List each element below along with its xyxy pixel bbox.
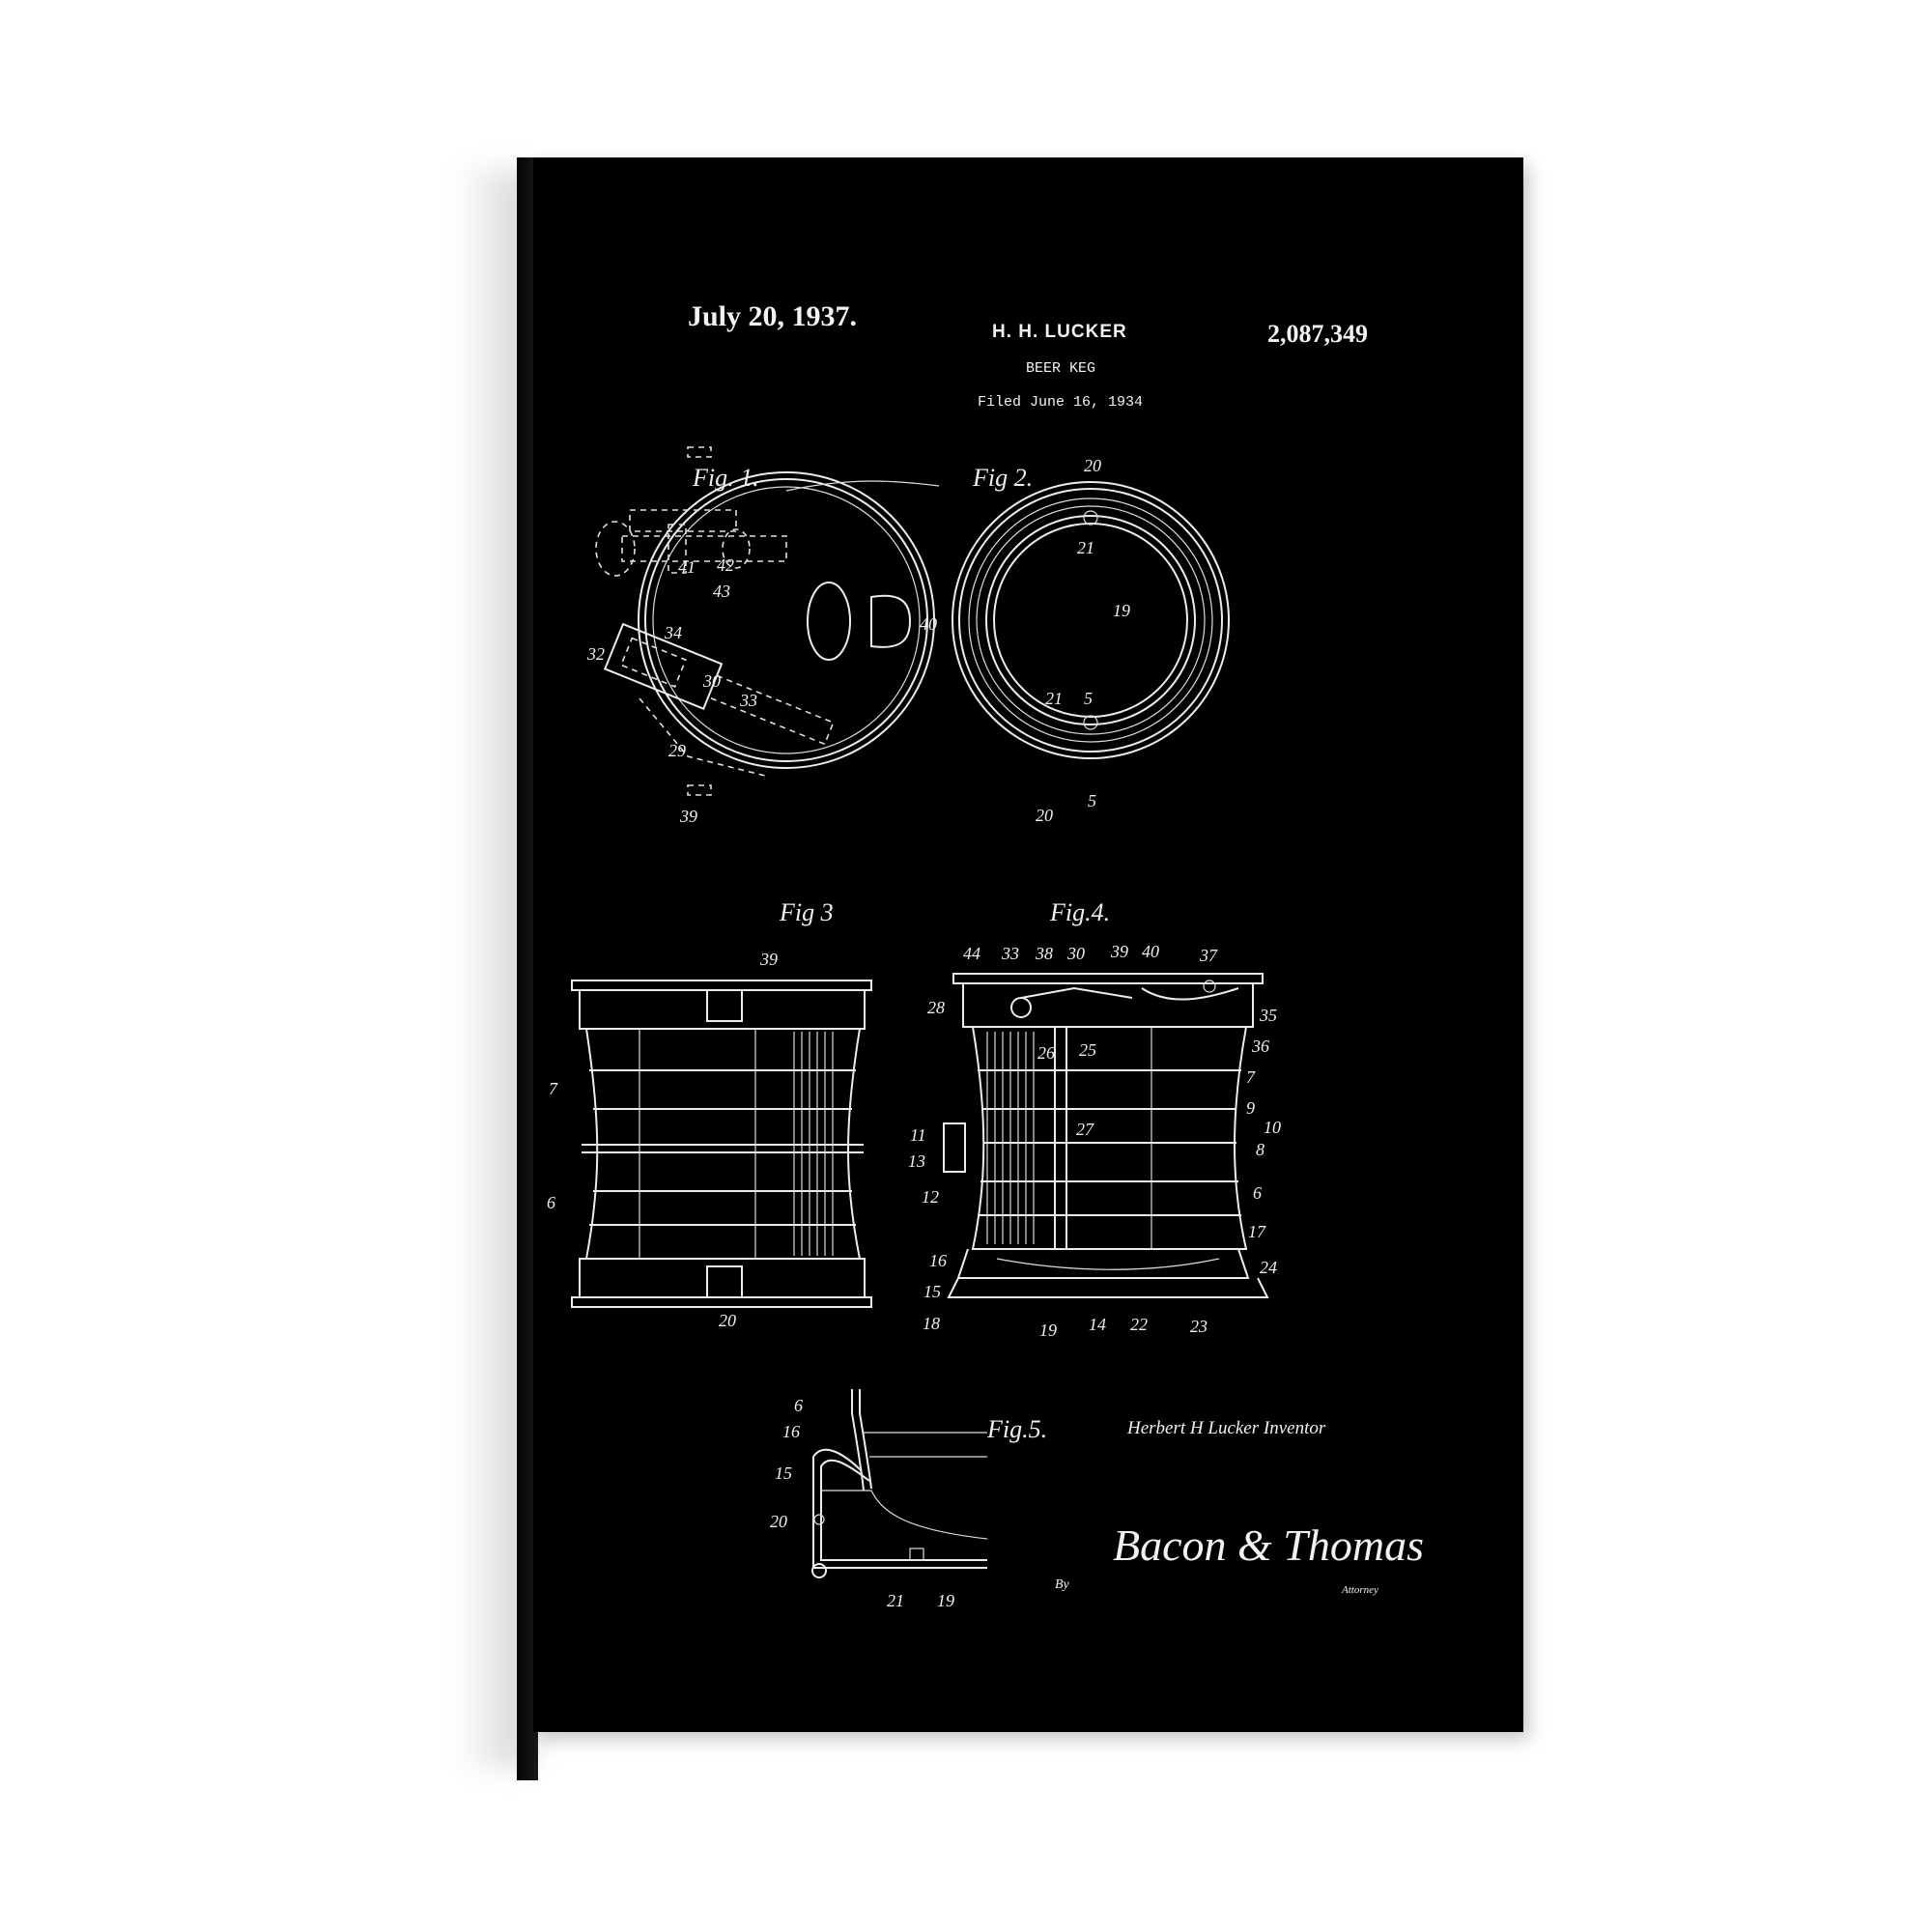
canvas-side-edge (517, 157, 538, 1780)
fig5-callout-15: 15 (775, 1463, 792, 1483)
fig4-callout-12: 12 (922, 1187, 939, 1207)
fig4-callout-28: 28 (927, 998, 945, 1017)
attorney-signature: Bacon & Thomas (1113, 1520, 1424, 1570)
filed-date: Filed June 16, 1934 (978, 394, 1144, 411)
fig4-callout-25: 25 (1079, 1040, 1096, 1060)
fig5-callout-6: 6 (794, 1396, 803, 1415)
fig4-callout-19: 19 (1039, 1321, 1057, 1340)
fig5-drawing: Fig.5. 6 16 15 20 21 19 (770, 1389, 1047, 1610)
fig4-callout-35: 35 (1259, 1006, 1277, 1025)
fig5-label: Fig.5. (986, 1415, 1047, 1443)
fig4-callout-15: 15 (923, 1282, 941, 1301)
fig2-callout-19: 19 (1113, 601, 1130, 620)
fig5-callout-16: 16 (782, 1422, 800, 1441)
fig4-callout-37: 37 (1199, 946, 1218, 965)
fig4-callout-23: 23 (1190, 1317, 1208, 1336)
fig4-callout-36: 36 (1251, 1037, 1269, 1056)
fig1-callout-41: 41 (678, 557, 696, 577)
fig3-callout-39: 39 (759, 950, 778, 969)
fig4-callout-6: 6 (1253, 1183, 1262, 1203)
inventor-signature: Herbert H Lucker Inventor (1127, 1418, 1326, 1438)
fig5-callout-19: 19 (937, 1591, 954, 1610)
fig4-callout-14: 14 (1089, 1315, 1106, 1334)
fig4-callout-7: 7 (1246, 1067, 1256, 1087)
fig1-callout-33: 33 (739, 691, 757, 710)
fig2-callout-20-top: 20 (1084, 456, 1101, 475)
fig2-label: Fig 2. (972, 464, 1033, 492)
fig4-callout-9: 9 (1246, 1098, 1255, 1118)
fig2-drawing: Fig 2. 20 21 19 21 5 20 5 (952, 456, 1230, 825)
fig4-drawing: Fig.4. (908, 898, 1281, 1340)
attorney-label: Attorney (1342, 1584, 1378, 1596)
fig4-callout-33: 33 (1001, 944, 1019, 963)
fig1-callout-30: 30 (702, 671, 721, 691)
by-label: By (1055, 1577, 1069, 1592)
fig4-callout-24: 24 (1260, 1258, 1277, 1277)
fig4-callout-44: 44 (963, 944, 980, 963)
fig1-drawing: Fig. 1. 41 42 43 (586, 446, 940, 826)
fig2-callout-21-top: 21 (1077, 538, 1094, 557)
fig4-label: Fig.4. (1049, 898, 1110, 926)
fig4-callout-11: 11 (910, 1125, 926, 1145)
fig4-callout-8: 8 (1256, 1140, 1264, 1159)
fig4-callout-16: 16 (929, 1251, 947, 1270)
fig3-callout-20: 20 (719, 1311, 736, 1330)
fig4-callout-18: 18 (923, 1314, 940, 1333)
patent-number: 2,087,349 (1267, 320, 1368, 348)
fig4-callout-27: 27 (1076, 1120, 1094, 1139)
inventor-name: H. H. LUCKER (992, 322, 1127, 342)
fig4-callout-26: 26 (1037, 1043, 1055, 1063)
fig3-callout-6: 6 (547, 1193, 555, 1212)
fig4-callout-17: 17 (1248, 1222, 1266, 1241)
patent-title: BEER KEG (1026, 360, 1096, 377)
fig1-callout-40: 40 (920, 614, 937, 634)
fig4-callout-10: 10 (1264, 1118, 1281, 1137)
fig5-callout-20: 20 (770, 1512, 787, 1531)
fig4-callout-39: 39 (1110, 942, 1128, 961)
fig1-callout-34: 34 (664, 623, 682, 642)
fig1-callout-43: 43 (713, 582, 730, 601)
fig1-callout-29: 29 (668, 741, 686, 760)
fig4-callout-13: 13 (908, 1151, 925, 1171)
canvas-print: July 20, 1937. H. H. LUCKER BEER KEG Fil… (533, 157, 1523, 1732)
fig2-callout-20-bottom: 20 (1036, 806, 1053, 825)
fig3-callout-7: 7 (549, 1079, 558, 1098)
fig2-callout-5-top: 5 (1084, 689, 1093, 708)
patent-drawing: Fig. 1. 41 42 43 (547, 446, 1281, 1610)
fig1-callout-42: 42 (717, 555, 734, 575)
fig2-callout-5-bottom: 5 (1088, 791, 1096, 810)
fig4-callout-38: 38 (1035, 944, 1053, 963)
fig1-callout-39: 39 (679, 807, 697, 826)
fig4-callout-30: 30 (1066, 944, 1085, 963)
fig4-callout-22: 22 (1130, 1315, 1148, 1334)
fig2-callout-21-bottom: 21 (1045, 689, 1063, 708)
fig3-label: Fig 3 (779, 898, 834, 926)
fig3-drawing: Fig 3 39 7 (547, 898, 872, 1330)
patent-date: July 20, 1937. (688, 300, 858, 332)
fig5-callout-21: 21 (887, 1591, 904, 1610)
fig4-callout-40: 40 (1142, 942, 1159, 961)
fig1-callout-32: 32 (586, 644, 605, 664)
